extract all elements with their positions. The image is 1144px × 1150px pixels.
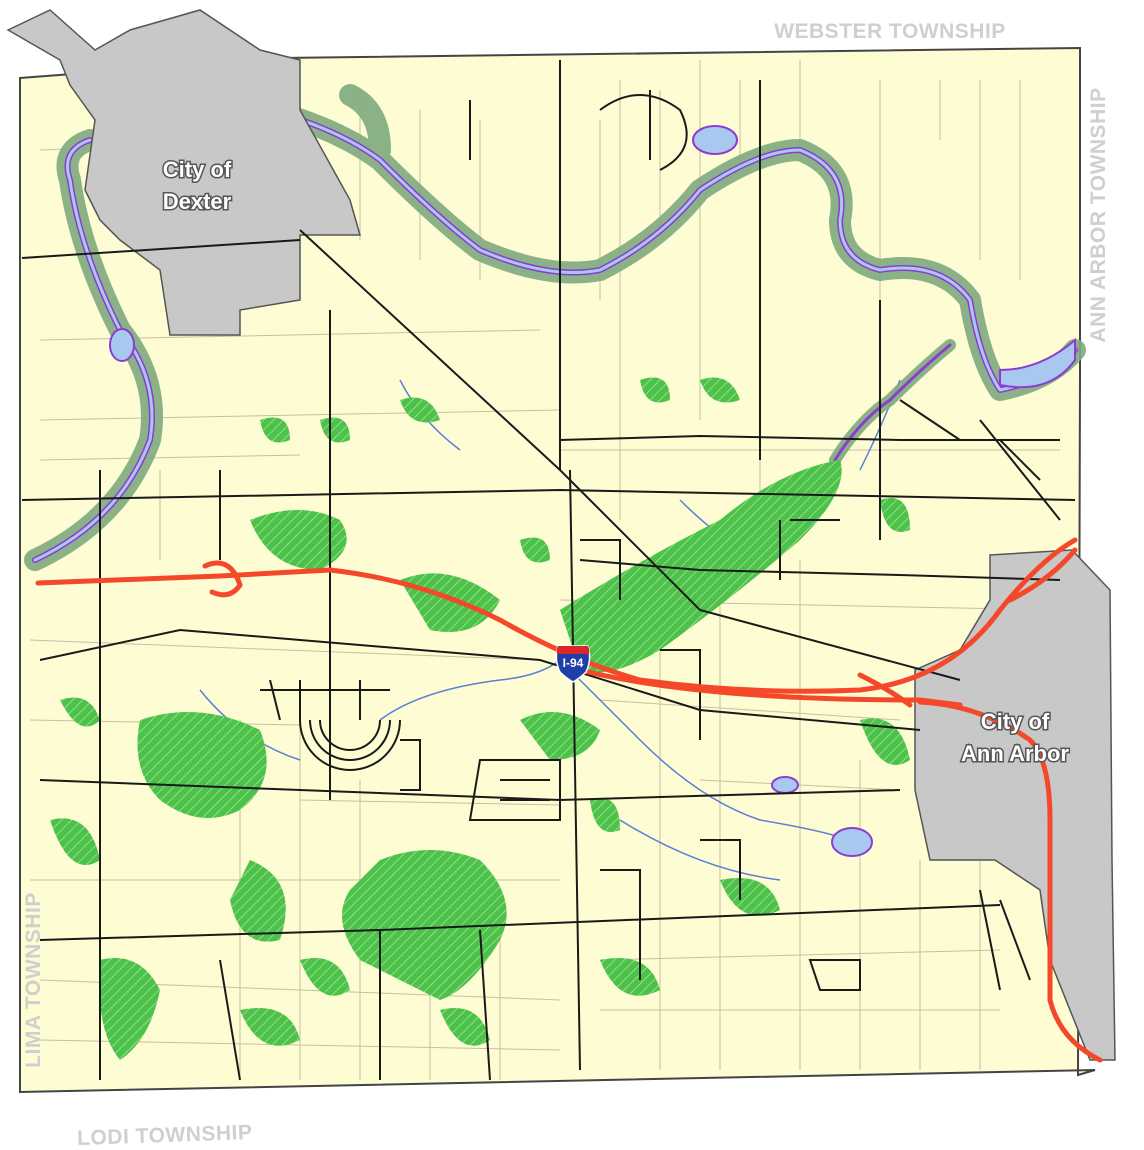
label-webster-township: WEBSTER TOWNSHIP [774, 20, 1006, 43]
city-of-dexter [6, 9, 361, 336]
i-94-highway [35, 537, 1078, 708]
label-city-of-dexter-line1: City of [163, 157, 232, 182]
label-lima-township: LIMA TOWNSHIP [22, 892, 45, 1068]
mill-creek [833, 343, 952, 462]
i-94-shield-label: I-94 [563, 656, 584, 670]
page-number: 85 [1073, 1146, 1106, 1150]
us-23-highway [917, 699, 1103, 1063]
woodlands [50, 377, 910, 1060]
roads [21, 60, 1076, 1081]
label-city-of-ann-arbor-line2: Ann Arbor [961, 741, 1069, 766]
label-city-of-dexter-line2: Dexter [163, 189, 232, 214]
label-lodi-township: LODI TOWNSHIP [77, 1121, 253, 1150]
label-ann-arbor-township: ANN ARBOR TOWNSHIP [1087, 87, 1110, 342]
i-94-shield: I-94 [555, 645, 591, 683]
label-city-of-ann-arbor-line1: City of [981, 709, 1050, 734]
city-of-ann-arbor [914, 549, 1116, 1061]
lakes [109, 125, 1076, 857]
